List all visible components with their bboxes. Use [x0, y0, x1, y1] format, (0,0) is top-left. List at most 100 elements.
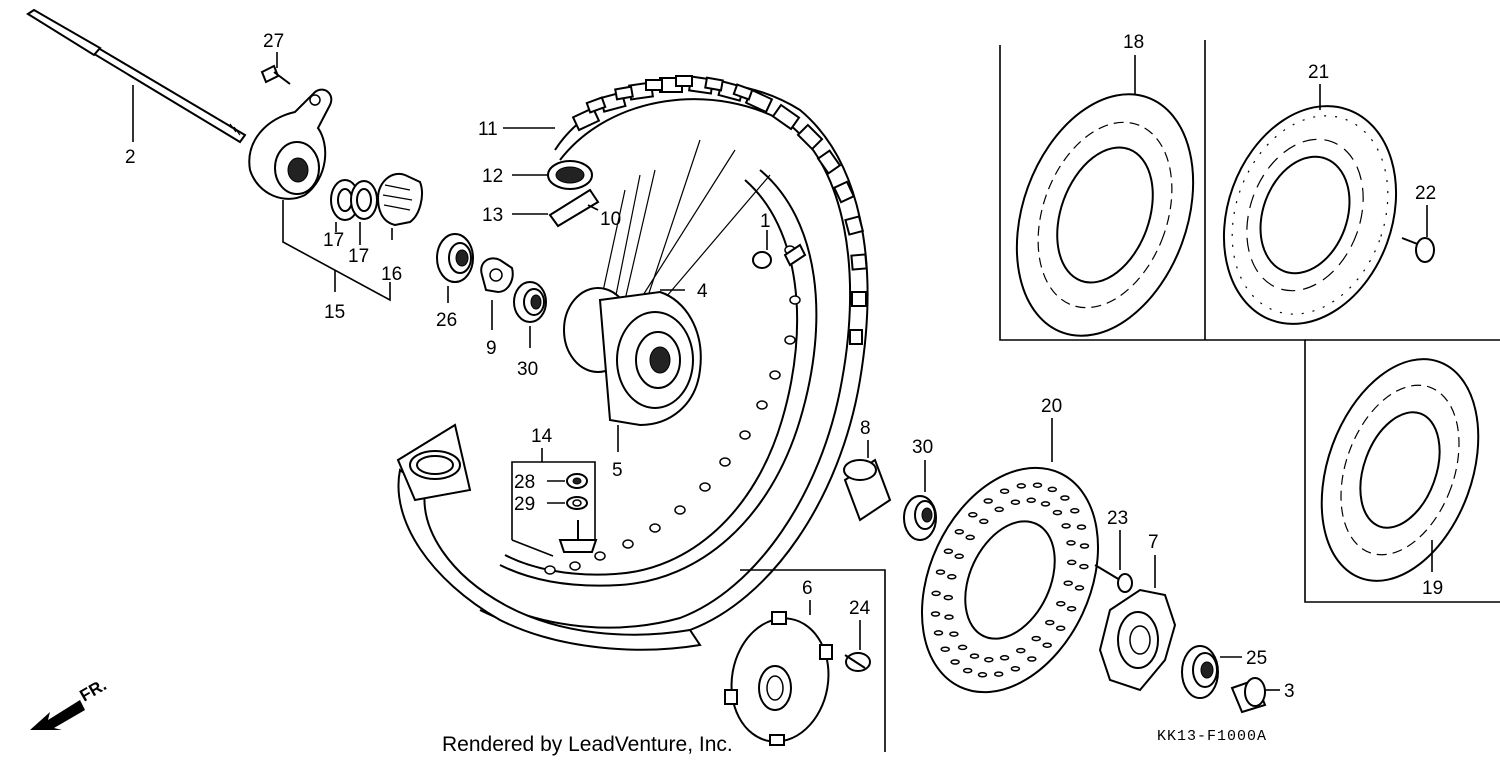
brake-disc-21-part[interactable]: [1195, 82, 1426, 349]
retainer-9-part[interactable]: [480, 257, 514, 330]
disc-slot: [965, 534, 975, 541]
disc-slot: [1063, 580, 1073, 586]
callout-18: 18: [1123, 32, 1144, 53]
callout-21: 21: [1308, 62, 1329, 83]
callout-28: 28: [514, 472, 535, 493]
dust-seal-25-part[interactable]: [1181, 645, 1242, 699]
disc-slot: [1032, 482, 1043, 488]
disc-slot: [968, 512, 978, 518]
disc-slot: [993, 671, 1004, 677]
inset-box-frames: [740, 40, 1500, 752]
disc-slot: [1066, 540, 1076, 546]
disc-slot: [943, 548, 954, 555]
callout-7: 7: [1148, 532, 1159, 553]
disc-slot: [969, 653, 980, 659]
brake-disc-18-part[interactable]: [985, 55, 1225, 361]
disc-slot: [957, 644, 968, 651]
speedometer-gear-16-part[interactable]: [376, 172, 423, 240]
callout-4: 4: [697, 281, 708, 302]
callout-1: 1: [760, 211, 771, 232]
group-bracket-15: [282, 200, 391, 302]
grease-fitting-24-part[interactable]: [844, 620, 871, 672]
callout-11: 11: [478, 119, 498, 140]
callout-labels: 27 2 17 17 16 15 26 9 30 11 12 13 10 1 4…: [125, 31, 1443, 702]
disc-slot: [1010, 499, 1021, 505]
disc-slot: [977, 672, 988, 678]
brake-panel-6-part[interactable]: [722, 600, 838, 749]
callout-24: 24: [849, 598, 871, 619]
callout-5: 5: [612, 460, 623, 481]
disc-slot: [1016, 647, 1026, 654]
dust-seal-26-part[interactable]: [436, 233, 474, 303]
disc-slot: [1010, 666, 1021, 672]
disc-slot: [1045, 619, 1055, 626]
spokes: [599, 139, 771, 311]
callout-20: 20: [1041, 396, 1062, 417]
washer-17-parts[interactable]: [330, 179, 378, 245]
disc-slot: [1047, 486, 1058, 493]
callout-2: 2: [125, 147, 136, 168]
front-direction-label: FR.: [77, 675, 110, 705]
callout-27: 27: [263, 31, 284, 52]
callout-17-a: 17: [323, 230, 344, 251]
disc-slot: [1027, 656, 1037, 662]
bolt-23-part[interactable]: [1094, 530, 1133, 593]
callout-29: 29: [514, 494, 535, 515]
disc-slot: [950, 659, 960, 665]
disc-slot: [947, 574, 957, 580]
disc-slot: [1026, 497, 1036, 504]
rim-spoke-holes: [544, 245, 801, 575]
disc-slot: [983, 498, 993, 504]
disc-slot: [940, 646, 950, 652]
rim-lock-14-group[interactable]: [511, 448, 598, 557]
disc-slot: [1079, 543, 1090, 549]
callout-15: 15: [324, 302, 345, 323]
callout-9: 9: [486, 338, 497, 359]
disc-slot: [1056, 600, 1066, 607]
callout-23: 23: [1107, 508, 1128, 529]
bearing-30-lower-part[interactable]: [903, 460, 937, 541]
disc-slot: [1079, 563, 1089, 570]
disc-slot: [1070, 508, 1080, 514]
callout-26: 26: [436, 310, 457, 331]
disc-slot: [1055, 625, 1066, 631]
callout-14: 14: [531, 426, 553, 447]
callout-6: 6: [802, 578, 813, 599]
disc-slot: [1031, 635, 1041, 642]
disc-slot: [1074, 585, 1085, 591]
callout-19: 19: [1422, 578, 1443, 599]
disc-slot: [1061, 523, 1071, 529]
disc-slot: [944, 614, 954, 620]
render-credit: Rendered by LeadVenture, Inc.: [442, 733, 733, 756]
disc-slot: [999, 488, 1010, 494]
disc-slot: [979, 518, 989, 525]
disc-slot: [962, 667, 973, 674]
rim-band-part[interactable]: [396, 423, 702, 651]
bearing-30-upper-part[interactable]: [513, 281, 547, 348]
disc-slot: [1042, 642, 1052, 648]
callout-10: 10: [600, 209, 621, 230]
brake-disc-20-part[interactable]: [888, 418, 1133, 721]
distance-collar-8-part[interactable]: [843, 440, 892, 522]
disc-slot: [954, 529, 965, 535]
callout-25: 25: [1246, 648, 1267, 669]
callout-17-b: 17: [348, 246, 369, 267]
callout-13: 13: [482, 205, 503, 226]
bolt-27-part[interactable]: [260, 52, 291, 85]
disc-slot: [1076, 524, 1087, 530]
callout-30-upper: 30: [517, 359, 538, 380]
disc-slot: [1040, 501, 1051, 507]
flange-7-part[interactable]: [1098, 555, 1177, 692]
disc-slot: [949, 631, 959, 637]
front-direction-arrow-icon: [30, 700, 85, 730]
bolt-22-part[interactable]: [1401, 205, 1435, 263]
disc-slot: [1016, 483, 1027, 489]
brake-disc-19-part[interactable]: [1293, 337, 1500, 602]
collar-3-part[interactable]: [1230, 677, 1280, 714]
disc-slot: [933, 630, 944, 636]
speedometer-gearbox-part[interactable]: [248, 88, 333, 200]
callout-16: 16: [381, 264, 402, 285]
tire-tread: [571, 75, 868, 345]
axle-part[interactable]: [26, 8, 247, 144]
disc-slot: [994, 506, 1004, 513]
